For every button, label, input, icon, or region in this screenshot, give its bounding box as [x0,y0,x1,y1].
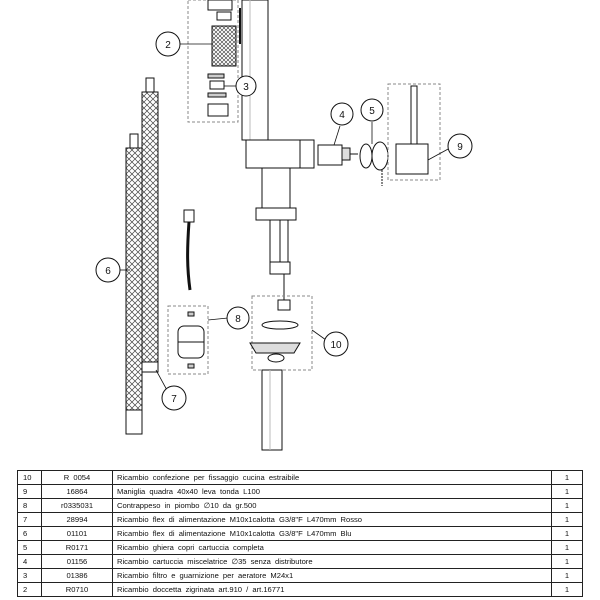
hand-shower-body [211,8,241,67]
short-flex [183,209,195,291]
position-cell: 8 [17,498,42,513]
handle-group-box [387,83,441,181]
aerator-filter [207,73,229,117]
position-cell: 4 [17,554,42,569]
quantity-cell: 1 [551,568,583,583]
callout-3: 3 [235,75,257,97]
code-cell: 01156 [41,554,113,569]
code-cell: R 0054 [41,470,113,485]
callout-2: 2 [155,31,181,57]
code-cell: R0171 [41,540,113,555]
position-cell: 10 [17,470,42,485]
description-cell: Ricambio ghiera copri cartuccia completa [112,540,552,555]
code-cell: 16864 [41,484,113,499]
hand-shower-top [207,0,233,21]
callout-number: 8 [235,314,241,325]
position-cell: 5 [17,540,42,555]
hand-shower-group-box [187,0,239,123]
fixing-kit [249,320,301,451]
description-cell: Maniglia quadra 40x40 leva tonda L100 [112,484,552,499]
callout-10: 10 [323,331,349,357]
quantity-cell: 1 [551,582,583,597]
callout-number: 4 [339,110,345,121]
quantity-cell: 1 [551,512,583,527]
description-cell: Ricambio confezione per fissaggio cucina… [112,470,552,485]
callout-number: 2 [165,40,171,51]
callout-number: 6 [105,266,111,277]
fixing-kit-box [251,295,313,371]
flex-hose-blue [125,133,143,435]
leader-lines [120,43,451,393]
description-cell: Ricambio doccetta zigrinata art.910 / ar… [112,582,552,597]
exploded-view-diagram: 2 3 4 5 6 7 8 9 10 [95,0,473,451]
ring-nut [359,141,389,186]
counterweight [177,311,205,369]
counterweight-box [167,305,209,375]
position-cell: 7 [17,512,42,527]
callout-5: 5 [360,98,384,122]
description-cell: Contrappeso in piombo ∅10 da gr.500 [112,498,552,513]
callout-4: 4 [330,102,354,126]
spout-pipe [241,0,269,141]
description-cell: Ricambio filtro e guarnizione per aerato… [112,568,552,583]
description-cell: Ricambio flex di alimentazione M10x1calo… [112,512,552,527]
quantity-cell: 1 [551,484,583,499]
description-cell: Ricambio flex di alimentazione M10x1calo… [112,526,552,541]
callout-8: 8 [226,306,250,330]
quantity-cell: 1 [551,498,583,513]
code-cell: 01101 [41,526,113,541]
cartridge [317,144,358,166]
callout-number: 3 [243,82,249,93]
quantity-cell: 1 [551,554,583,569]
mixer-body [245,139,315,221]
position-cell: 2 [17,582,42,597]
flex-hose-red [141,77,159,373]
code-cell: R0710 [41,582,113,597]
quantity-cell: 1 [551,526,583,541]
callout-number: 10 [330,340,342,351]
callout-number: 9 [457,142,463,153]
callout-number: 7 [171,394,177,405]
callout-number: 5 [369,106,375,117]
code-cell: 01386 [41,568,113,583]
position-cell: 3 [17,568,42,583]
quantity-cell: 1 [551,470,583,485]
description-cell: Ricambio cartuccia miscelatrice ∅35 senz… [112,554,552,569]
position-cell: 9 [17,484,42,499]
square-handle [395,85,429,175]
position-cell: 6 [17,526,42,541]
callout-7: 7 [161,385,187,411]
callout-9: 9 [447,133,473,159]
callout-6: 6 [95,257,121,283]
code-cell: r0335031 [41,498,113,513]
quantity-cell: 1 [551,540,583,555]
code-cell: 28994 [41,512,113,527]
